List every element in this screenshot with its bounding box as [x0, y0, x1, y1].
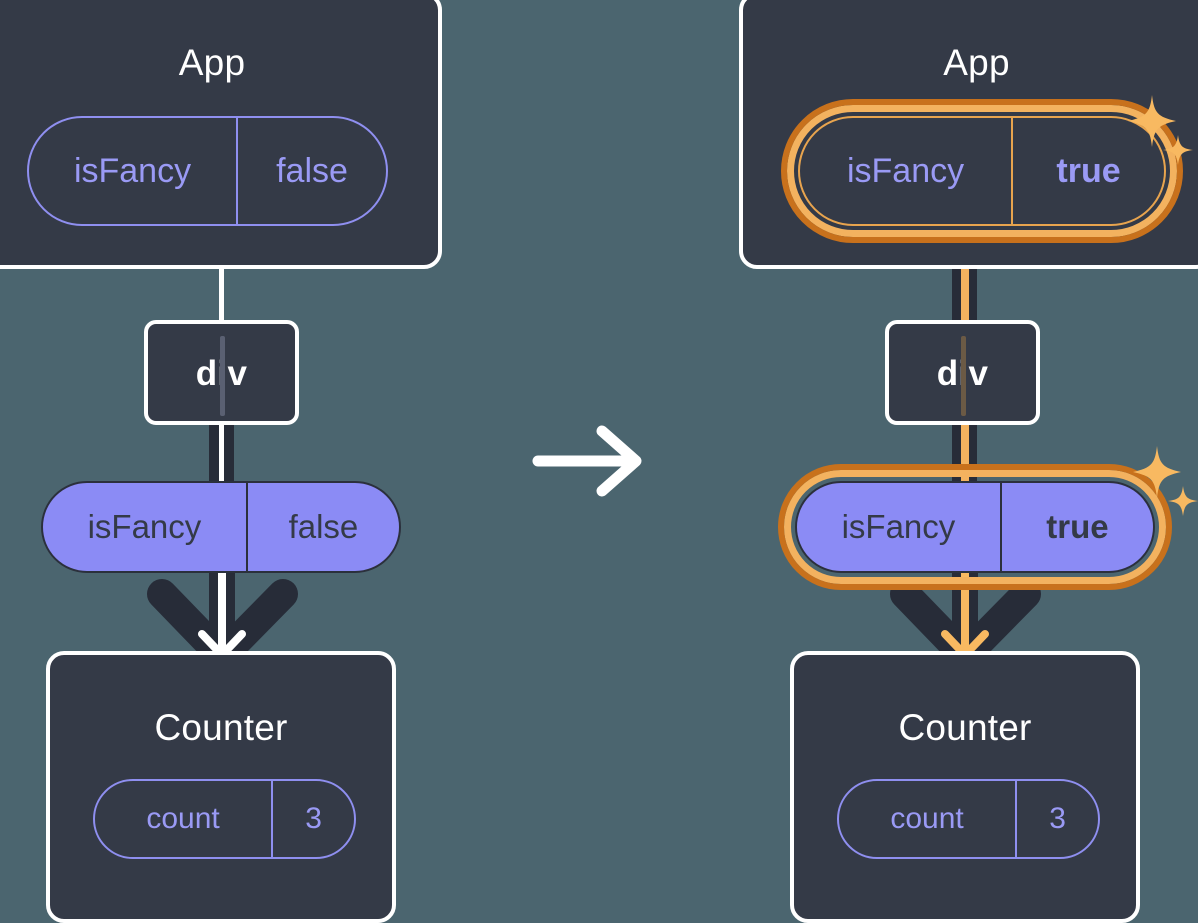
props-key-after: isFancy: [841, 508, 956, 545]
app-state-value-after: true: [1011, 118, 1164, 224]
app-state-key-before: isFancy: [73, 151, 192, 190]
div-stub-line-after: [960, 336, 966, 416]
before-panel: App isFancy false div isFancy false: [0, 0, 599, 923]
props-pill-before: isFancy false: [41, 481, 401, 573]
props-key-before: isFancy: [87, 508, 202, 545]
counter-card-before: Counter count 3: [46, 651, 396, 923]
div-stub-line-before: [219, 336, 225, 416]
connector-app-to-div-accent-after: [961, 215, 969, 330]
props-value-after: true: [999, 483, 1153, 571]
counter-state-pill-before: count 3: [93, 779, 356, 859]
transition-arrow-icon: [530, 425, 650, 497]
div-card-after: div: [885, 320, 1040, 425]
app-card-after: App isFancy true: [739, 0, 1198, 269]
counter-title-after: Counter: [898, 707, 1032, 748]
counter-state-pill-after: count 3: [837, 779, 1100, 859]
props-highlight-ring-after: [778, 464, 1172, 590]
app-state-highlight-ring-after: [781, 99, 1183, 243]
app-state-key-after: isFancy: [846, 151, 965, 190]
app-state-pill-before: isFancy false: [27, 116, 388, 226]
after-panel: App isFancy true div isFancy: [599, 0, 1198, 923]
app-title-after: App: [943, 42, 1010, 83]
div-card-before: div: [144, 320, 299, 425]
counter-state-key-after: count: [890, 802, 964, 835]
fork-arrow-before: [147, 568, 298, 673]
counter-state-value-before: 3: [271, 781, 354, 857]
props-pill-after: isFancy true: [795, 481, 1155, 573]
app-state-value-before: false: [236, 118, 386, 224]
app-title-before: App: [178, 42, 246, 83]
counter-card-after: Counter count 3: [790, 651, 1140, 923]
props-value-before: false: [245, 483, 399, 571]
connector-div-to-props-split-before: [219, 423, 224, 485]
counter-state-key-before: count: [146, 802, 220, 835]
app-state-pill-after: isFancy true: [798, 116, 1166, 226]
counter-title-before: Counter: [154, 707, 288, 748]
counter-state-value-after: 3: [1015, 781, 1098, 857]
connector-app-to-div-before: [219, 265, 224, 327]
app-card-before: App isFancy false: [0, 0, 442, 269]
connector-div-to-props-accent-after: [961, 423, 969, 485]
